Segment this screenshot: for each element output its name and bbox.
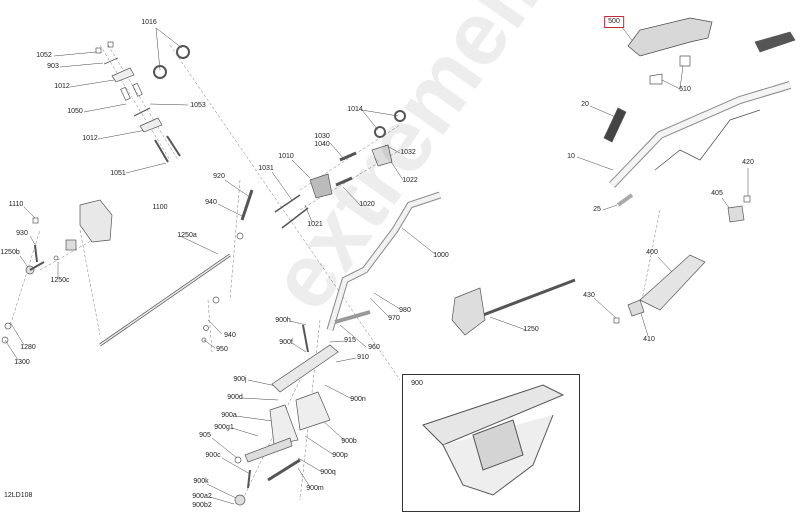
callout-900g1[interactable]: 900g1 [214, 424, 234, 431]
callout-1053[interactable]: 1053 [190, 102, 206, 109]
callout-410[interactable]: 410 [643, 336, 655, 343]
callout-920[interactable]: 920 [213, 173, 225, 180]
callout-1051[interactable]: 1051 [110, 170, 126, 177]
callout-1014[interactable]: 1014 [347, 106, 363, 113]
callout-1022[interactable]: 1022 [402, 177, 418, 184]
callout-1016[interactable]: 1016 [141, 19, 157, 26]
inset-label: 900 [411, 380, 423, 387]
callout-10[interactable]: 10 [567, 153, 575, 160]
callout-980[interactable]: 980 [399, 307, 411, 314]
callout-900j[interactable]: 900j [233, 376, 247, 383]
inset-900-box: 900 [402, 374, 580, 512]
callout-910[interactable]: 910 [357, 354, 369, 361]
callout-1012-lower[interactable]: 1012 [82, 135, 98, 142]
callout-20[interactable]: 20 [581, 101, 589, 108]
callout-1021[interactable]: 1021 [307, 221, 323, 228]
callout-940-lower[interactable]: 940 [224, 332, 236, 339]
callout-1010[interactable]: 1010 [278, 153, 294, 160]
callout-1250[interactable]: 1250 [523, 326, 539, 333]
callout-900f[interactable]: 900f [279, 339, 293, 346]
callout-900p[interactable]: 900p [332, 452, 348, 459]
callout-900a[interactable]: 900a [221, 412, 237, 419]
callout-970[interactable]: 970 [388, 315, 400, 322]
callout-900n[interactable]: 900n [350, 396, 366, 403]
callout-500-highlighted[interactable]: 500 [604, 16, 624, 28]
callout-1280[interactable]: 1280 [20, 344, 36, 351]
callout-900h[interactable]: 900h [275, 317, 291, 324]
part-shapes [1, 17, 796, 506]
callout-1031[interactable]: 1031 [258, 165, 274, 172]
callout-1032[interactable]: 1032 [400, 149, 416, 156]
callout-960[interactable]: 960 [368, 344, 380, 351]
callout-900c[interactable]: 900c [205, 452, 221, 459]
callout-1110[interactable]: 1110 [8, 201, 24, 208]
callout-1000[interactable]: 1000 [433, 252, 449, 259]
callout-1052[interactable]: 1052 [36, 52, 52, 59]
callout-25[interactable]: 25 [593, 206, 601, 213]
callout-900q[interactable]: 900q [320, 469, 336, 476]
callout-430[interactable]: 430 [583, 292, 595, 299]
callout-1012[interactable]: 1012 [54, 83, 70, 90]
callout-1300[interactable]: 1300 [14, 359, 30, 366]
callout-420[interactable]: 420 [742, 159, 754, 166]
inset-900-artwork [422, 384, 565, 496]
callout-903[interactable]: 903 [47, 63, 59, 70]
callout-1030[interactable]: 1030 [314, 133, 330, 140]
callout-510[interactable]: 510 [679, 86, 691, 93]
callout-900d[interactable]: 900d [227, 394, 243, 401]
callout-900m[interactable]: 900m [306, 485, 324, 492]
callout-1250c[interactable]: 1250c [50, 277, 70, 284]
callout-930[interactable]: 930 [16, 230, 28, 237]
callout-405[interactable]: 405 [711, 190, 723, 197]
diagram-reference: 12LD108 [4, 492, 33, 499]
callout-900a2[interactable]: 900a2 [192, 493, 212, 500]
callout-940[interactable]: 940 [205, 199, 217, 206]
callout-1250a[interactable]: 1250a [177, 232, 197, 239]
callout-915[interactable]: 915 [344, 337, 356, 344]
callout-1040[interactable]: 1040 [314, 141, 330, 148]
callout-1100[interactable]: 1100 [152, 204, 168, 211]
callout-1250b[interactable]: 1250b [0, 249, 20, 256]
callout-900b2[interactable]: 900b2 [192, 502, 212, 509]
callout-905[interactable]: 905 [199, 432, 211, 439]
callout-1050[interactable]: 1050 [67, 108, 83, 115]
callout-400[interactable]: 400 [646, 249, 658, 256]
leader-lines [4, 25, 749, 505]
callout-1020[interactable]: 1020 [359, 201, 375, 208]
callout-900k[interactable]: 900k [193, 478, 209, 485]
callout-900b[interactable]: 900b [341, 438, 357, 445]
callout-950[interactable]: 950 [216, 346, 228, 353]
